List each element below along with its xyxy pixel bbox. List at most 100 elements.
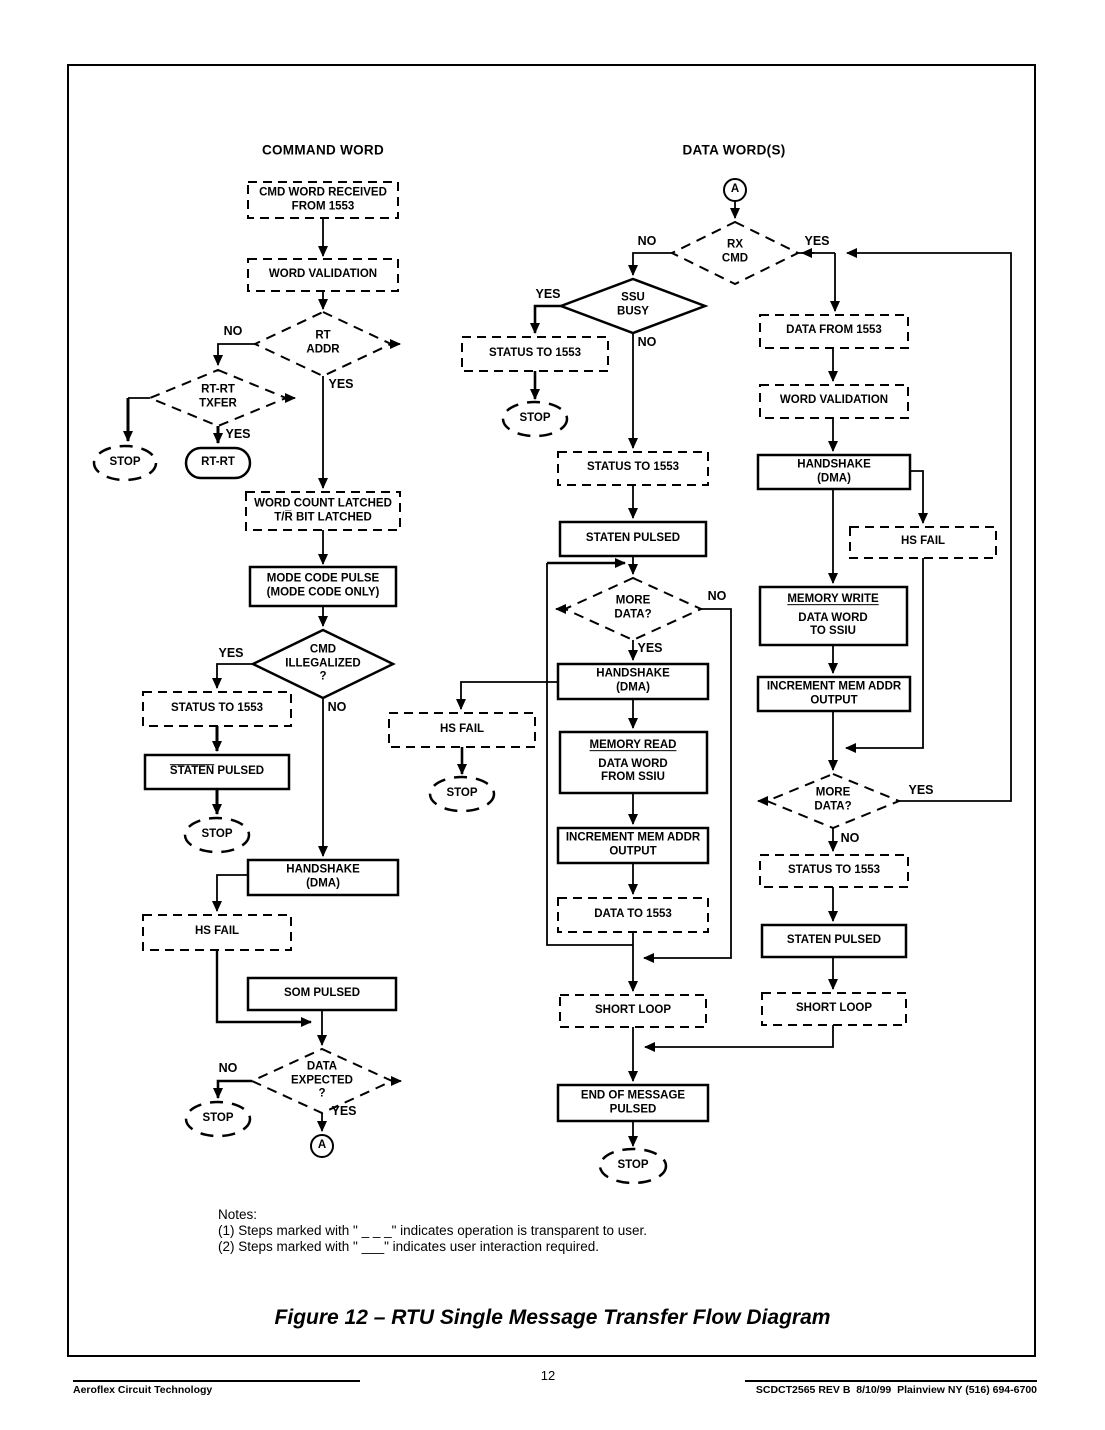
handshake-left-box (246, 858, 400, 897)
word-validation-left-label: WORD VALIDATION (268, 268, 378, 281)
edge-expected-no (213, 1079, 252, 1099)
stop-no-data-oval (184, 1100, 252, 1138)
more-data-mid-diamond (562, 576, 704, 642)
stop-rt-oval (92, 444, 158, 482)
handshake-mid-label: HANDSHAKE (DMA) (596, 667, 670, 693)
handshake-right-label: HANDSHAKE (DMA) (797, 458, 871, 484)
edge-handshakemid-to-hsfail (456, 681, 558, 710)
rt-addr-no-label: NO (223, 324, 243, 338)
rt-addr-label: RT ADDR (306, 329, 340, 355)
staten-pulsed-mid-box (558, 520, 708, 558)
stop-hs-mid-oval (428, 775, 496, 813)
connector-a-bottom (310, 1134, 334, 1158)
stop-busy-oval (501, 400, 569, 438)
stop-rt-label: STOP (109, 456, 141, 469)
status-to-1553-mid-label: STATUS TO 1553 (586, 461, 680, 474)
cmd-word-received-label: CMD WORD RECEIVED FROM 1553 (259, 186, 387, 212)
short-loop-mid-label: SHORT LOOP (594, 1004, 672, 1017)
staten-overlined-word: STATEN (169, 765, 215, 778)
notes-line-2: (2) Steps marked with " ___" indicates u… (218, 1238, 600, 1254)
staten-pulsed-left-box (143, 753, 291, 791)
handshake-mid-box (556, 662, 710, 701)
edge-handshakeR-to-hsfail (910, 470, 928, 524)
stop-terminals (92, 400, 668, 1185)
word-count-latched-box (245, 491, 401, 531)
word-validation-right-box (759, 384, 909, 419)
cmd-illegal-yes-label: YES (218, 646, 244, 660)
data-expected-no-label: NO (218, 1061, 238, 1075)
stop-illegal-label: STOP (201, 828, 233, 841)
end-of-message-box (556, 1083, 710, 1123)
ssu-busy-yes-label: YES (535, 287, 561, 301)
status-to-1553-right-label: STATUS TO 1553 (787, 864, 881, 877)
word-validation-right-label: WORD VALIDATION (779, 394, 889, 407)
memory-read-label: MEMORY READ DATA WORD FROM SSIU (590, 739, 677, 785)
more-data-right-no-label: NO (840, 831, 860, 845)
stop-illegal-oval (183, 816, 251, 854)
page-number: 12 (540, 1368, 556, 1383)
increment-mid-box (556, 826, 710, 865)
page-border (67, 64, 1036, 1357)
status-to-1553-busy-label: STATUS TO 1553 (488, 347, 582, 360)
rt-rt-label: RT-RT (201, 456, 235, 469)
notes-block: Notes: (1) Steps marked with " _ _ _" in… (218, 1207, 778, 1256)
more-data-mid-no-label: NO (707, 589, 727, 603)
short-loop-right-label: SHORT LOOP (795, 1002, 873, 1015)
staten-pulsed-right-box (760, 923, 908, 959)
rx-cmd-diamond (669, 220, 801, 286)
data-expected-diamond (249, 1047, 395, 1115)
short-loop-mid-box (559, 994, 707, 1028)
data-from-1553-label: DATA FROM 1553 (786, 324, 882, 337)
memory-read-title: MEMORY READ (589, 739, 677, 752)
stop-no-data-label: STOP (202, 1112, 234, 1125)
som-pulsed-label: SOM PULSED (283, 987, 361, 1000)
increment-mid-label: INCREMENT MEM ADDR OUTPUT (565, 831, 701, 857)
memory-write-body: DATA WORD TO SSIU (798, 611, 868, 638)
staten-pulsed-right-label: STATEN PULSED (786, 934, 882, 947)
data-from-1553-box (759, 314, 909, 349)
status-to-1553-left-label: STATUS TO 1553 (170, 702, 264, 715)
end-of-message-label: END OF MESSAGE PULSED (580, 1089, 686, 1115)
cmd-illegalized-label: CMD ILLEGALIZED ? (285, 643, 361, 683)
data-words-header: DATA WORD(S) (682, 142, 786, 158)
memory-read-box (558, 730, 709, 795)
ssu-busy-no-label: NO (637, 335, 657, 349)
page-connectors (310, 178, 747, 1158)
footer-right-rule (745, 1380, 1037, 1382)
stop-hs-mid-label: STOP (446, 787, 478, 800)
more-data-right-yes-label: YES (908, 783, 934, 797)
solid-boxes (143, 446, 912, 1123)
ssu-busy-label: SSU BUSY (617, 291, 649, 317)
footer-company: Aeroflex Circuit Technology (73, 1384, 213, 1396)
stop-busy-label: STOP (519, 412, 551, 425)
footer-doc-info: SCDCT2565 REV B 8/10/99 Plainview NY (51… (755, 1384, 1037, 1396)
hs-fail-right-box (849, 526, 997, 559)
memory-read-body: DATA WORD FROM SSIU (598, 757, 668, 784)
connector-a-top-label: A (730, 183, 740, 196)
edge-handshakeL-to-hsfail (212, 874, 248, 912)
hs-fail-left-label: HS FAIL (194, 925, 240, 938)
increment-right-box (756, 675, 912, 713)
handshake-left-label: HANDSHAKE (DMA) (286, 863, 360, 889)
edge-illegal-yes (212, 663, 253, 689)
memory-write-box (758, 585, 909, 647)
rt-rt-terminal (184, 446, 252, 480)
dashed-boxes (142, 181, 997, 1028)
more-data-mid-yes-label: YES (637, 641, 663, 655)
command-word-header: COMMAND WORD (261, 142, 385, 158)
more-data-mid-label: MORE DATA? (614, 594, 652, 620)
edge-moreR-yes-loop (846, 248, 1012, 802)
connector-a-top (723, 178, 747, 202)
notes-line-1: (1) Steps marked with " _ _ _" indicates… (218, 1222, 648, 1238)
som-pulsed-box (246, 976, 398, 1012)
rx-cmd-label: RX CMD (721, 238, 749, 264)
staten-pulsed-mid-label: STATEN PULSED (585, 532, 681, 545)
word-validation-left-box (247, 258, 399, 292)
short-loop-right-box (761, 992, 907, 1026)
footer-left-rule (73, 1380, 360, 1382)
mode-code-pulse-box (248, 565, 398, 608)
ssu-busy-diamond (557, 277, 709, 335)
edge-rtaddr-no (213, 343, 255, 366)
data-to-1553-label: DATA TO 1553 (594, 908, 672, 921)
